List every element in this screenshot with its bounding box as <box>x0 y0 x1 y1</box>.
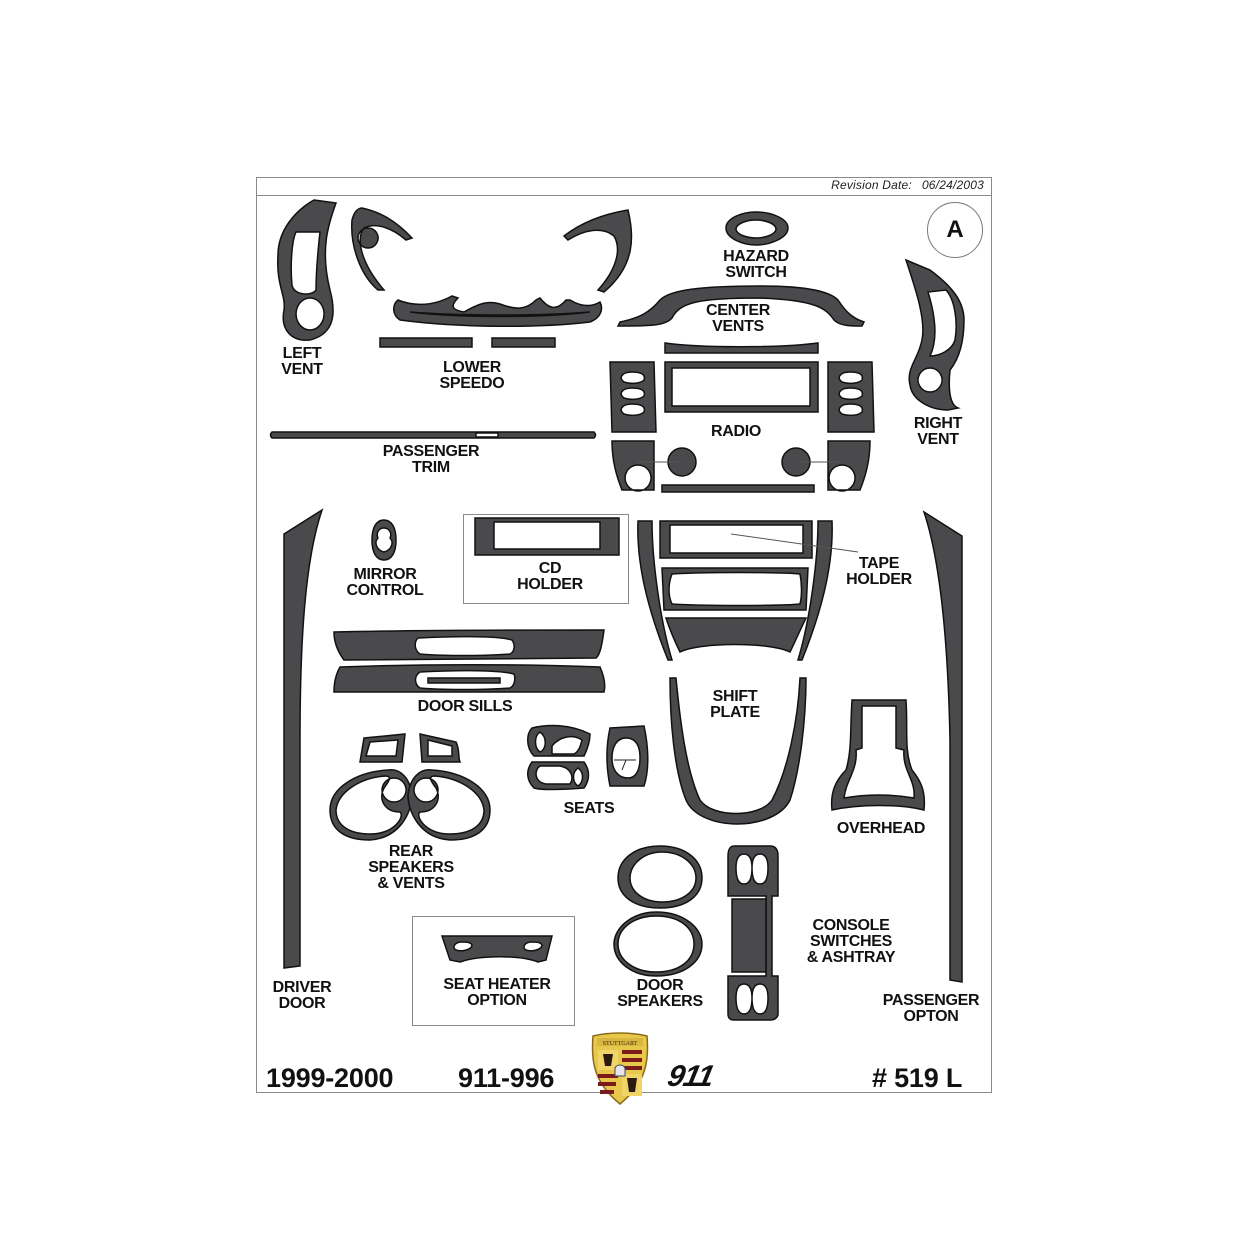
center-vents-part <box>616 285 866 327</box>
door-sill-lower-part <box>333 664 606 693</box>
radio-display-part <box>664 361 819 413</box>
seat-crack-detail <box>614 759 636 771</box>
door-speaker-upper-part <box>617 845 703 909</box>
radio-bottom-strip-part <box>661 484 815 493</box>
radio-lower-left-part <box>611 440 655 492</box>
console-switches-part <box>727 845 779 1021</box>
radio-lower-right-part <box>827 440 871 492</box>
passenger-trim-part <box>269 431 597 439</box>
radio-top-strip-part <box>664 342 819 354</box>
seat-part-right <box>606 725 649 787</box>
radio-right-vent-part <box>827 361 875 433</box>
seat-part-lower-left <box>527 761 590 791</box>
tape-holder-bottom-part <box>664 617 808 654</box>
footer-years: 1999-2000 <box>266 1063 394 1093</box>
revision-label: Revision Date: <box>831 178 912 192</box>
sheet-letter-badge: A <box>927 202 983 258</box>
tape-holder-leader <box>730 533 859 553</box>
label-overhead: OVERHEAD <box>836 820 926 837</box>
shift-plate-part <box>669 677 807 825</box>
tape-holder-part <box>659 520 813 559</box>
radio-left-vent-part <box>609 361 657 433</box>
mirror-control-part <box>371 519 397 561</box>
porsche-crest-icon: STUTTGART <box>591 1032 649 1105</box>
speedo-bar-left-part <box>379 337 473 348</box>
left-vent-part <box>277 199 338 341</box>
cd-holder-box <box>463 514 629 604</box>
rear-vent-left-part <box>359 733 406 763</box>
door-sill-upper-part <box>333 629 605 661</box>
door-speaker-lower-part <box>613 911 703 977</box>
right-vent-part <box>904 258 965 411</box>
seat-part-upper-left <box>527 724 591 757</box>
overhead-part <box>830 699 926 811</box>
label-seats: SEATS <box>563 800 615 817</box>
seat-heater-part <box>440 935 553 963</box>
tape-holder-left-strip-part <box>637 520 674 661</box>
seat-heater-box <box>412 916 575 1026</box>
hazard-switch-part <box>725 211 789 246</box>
tape-holder-lower-part <box>661 567 809 611</box>
ashtray-part <box>731 898 767 973</box>
label-radio: RADIO <box>710 423 762 440</box>
rear-speaker-left-part <box>329 769 413 841</box>
cd-holder-part <box>474 517 620 556</box>
rear-vent-right-part <box>419 733 462 763</box>
revision-bar: Revision Date: 06/24/2003 <box>256 177 992 196</box>
speedo-lower-plate-part <box>393 295 603 328</box>
speedo-left-arc-part <box>351 207 414 291</box>
revision-date: Revision Date: 06/24/2003 <box>831 178 984 192</box>
tape-holder-right-strip-part <box>796 520 833 661</box>
passenger-option-part <box>922 510 963 983</box>
footer-model-code: 911-996 <box>458 1063 555 1093</box>
footer-kit-number: # 519 L <box>872 1063 963 1093</box>
driver-door-part <box>283 508 324 969</box>
speedo-bar-right-part <box>491 337 556 348</box>
svg-text:STUTTGART: STUTTGART <box>603 1041 638 1047</box>
label-door-sills: DOOR SILLS <box>417 698 513 715</box>
rear-speaker-right-part <box>407 769 491 841</box>
speedo-right-arc-part <box>562 209 633 293</box>
footer-model-badge: 911 <box>664 1060 717 1093</box>
revision-date-value: 06/24/2003 <box>921 178 984 192</box>
